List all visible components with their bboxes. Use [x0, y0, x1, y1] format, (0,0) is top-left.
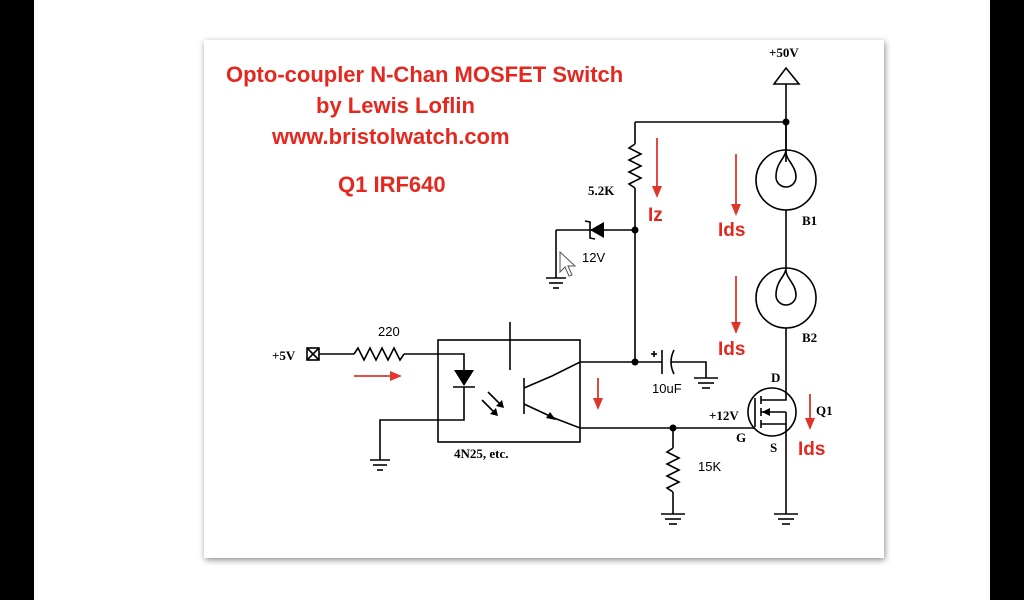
- ground-symbol-15k: [661, 513, 685, 525]
- drain-d-label: D: [771, 370, 780, 385]
- resistor-5-2k-label: 5.2K: [588, 183, 615, 198]
- lamp-b2: [755, 267, 817, 329]
- resistor-5-2k: [627, 143, 643, 189]
- mouse-cursor-icon: [559, 250, 577, 277]
- capacitor-10uf-label: 10uF: [652, 381, 682, 396]
- ground-symbol-cap: [694, 377, 718, 389]
- optocoupler-4n25: [437, 339, 581, 443]
- ids-label-1: Ids: [718, 220, 745, 241]
- resistor-15k: [665, 447, 681, 493]
- optocoupler-label: 4N25, etc.: [454, 446, 509, 461]
- schematic-diagram: Opto-coupler N-Chan MOSFET Switch by Lew…: [226, 45, 833, 525]
- ids-label-3: Ids: [798, 439, 825, 460]
- schematic-slide: Opto-coupler N-Chan MOSFET Switch by Lew…: [204, 40, 884, 558]
- ground-symbol-led: [370, 459, 390, 471]
- video-frame: Opto-coupler N-Chan MOSFET Switch by Lew…: [34, 0, 990, 600]
- input-current-arrow: [354, 371, 402, 381]
- title-line-1: Opto-coupler N-Chan MOSFET Switch: [226, 62, 623, 87]
- phototransistor: [509, 322, 556, 420]
- iz-label: Iz: [648, 205, 663, 226]
- zener-12v-label: 12V: [582, 250, 605, 265]
- q1-label: Q1: [816, 403, 833, 418]
- zener-diode: [584, 220, 604, 240]
- title-line-3: www.bristolwatch.com: [271, 124, 510, 149]
- title-line-2: by Lewis Loflin: [316, 93, 475, 118]
- resistor-220: [353, 346, 405, 362]
- opto-current-arrow: [593, 378, 603, 410]
- ids-arrow-2: [731, 276, 741, 334]
- gate-g-label: G: [736, 430, 746, 445]
- ids-arrow-1: [731, 154, 741, 216]
- title-line-4: Q1 IRF640: [338, 172, 446, 197]
- led-emitter: [453, 370, 504, 416]
- ids-arrow-3: [805, 394, 815, 430]
- lamp-b1-label: B1: [802, 213, 817, 228]
- source-s-label: S: [770, 440, 777, 455]
- iz-arrow: [652, 138, 662, 198]
- lamp-b2-label: B2: [802, 330, 817, 345]
- input-terminal: [306, 347, 320, 361]
- resistor-15k-label: 15K: [698, 459, 721, 474]
- input-5v-label: +5V: [272, 348, 296, 363]
- ids-label-2: Ids: [718, 339, 745, 360]
- ground-symbol-source: [774, 513, 798, 525]
- gate-12v-label: +12V: [709, 408, 739, 423]
- ground-symbol-zener: [546, 277, 566, 289]
- resistor-220-label: 220: [378, 324, 400, 339]
- supply-50v-label: +50V: [769, 45, 799, 60]
- mosfet-q1: [747, 386, 797, 438]
